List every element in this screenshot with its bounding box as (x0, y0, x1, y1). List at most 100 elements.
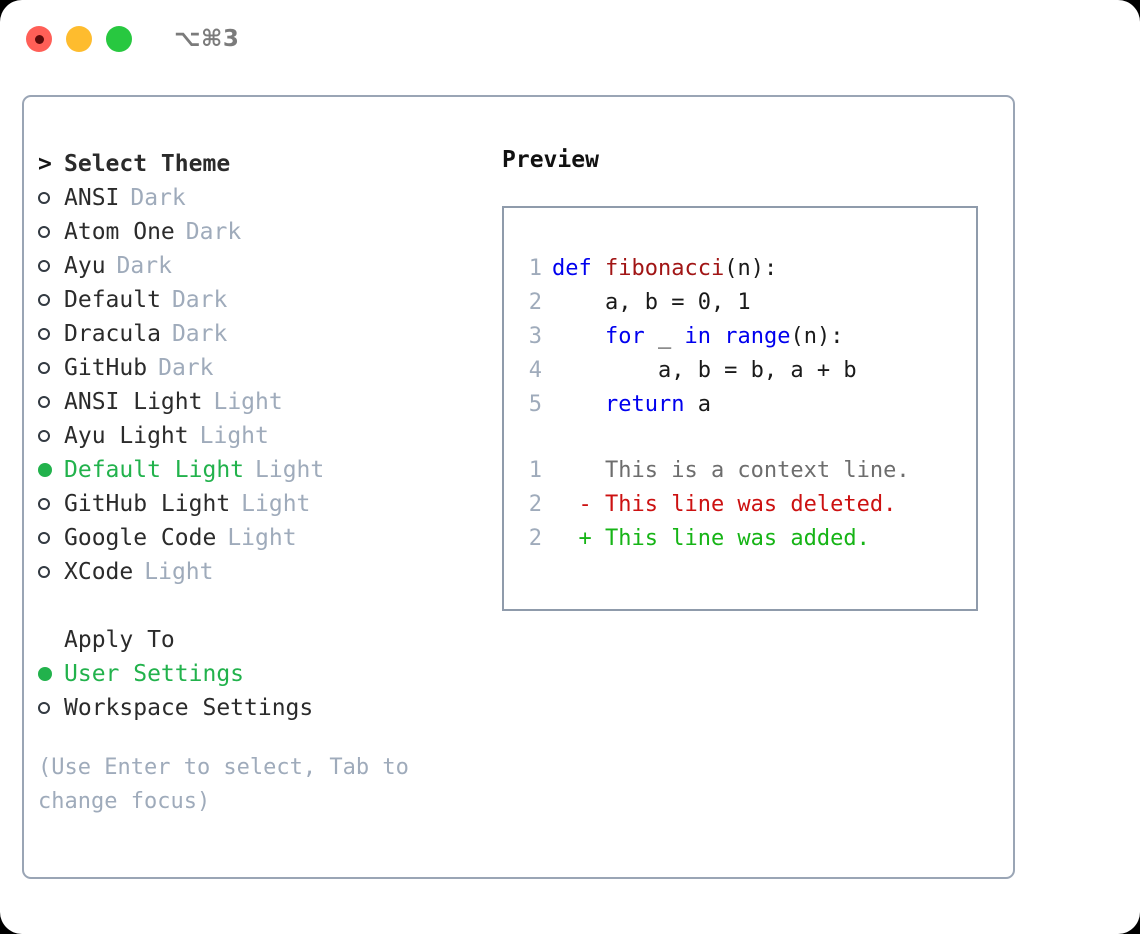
diff-line: 2 + This line was added. (504, 522, 976, 556)
code-line-text: for _ in range(n): (552, 320, 843, 354)
keyboard-hint: (Use Enter to select, Tab to change focu… (38, 755, 409, 814)
theme-list-item[interactable]: Default Dark (38, 283, 478, 317)
line-number: 3 (528, 324, 542, 349)
radio-dot (38, 463, 52, 477)
caret-icon: > (38, 151, 52, 177)
section-spacer (38, 589, 478, 623)
radio-unselected-icon (38, 396, 64, 408)
diff-spacer (504, 422, 976, 454)
theme-variant-badge: Light (213, 389, 283, 415)
theme-name: GitHub (64, 355, 148, 381)
theme-variant-badge: Dark (185, 219, 242, 245)
theme-name: Default (64, 287, 161, 313)
theme-list-item[interactable]: ANSI Dark (38, 181, 478, 215)
radio-unselected-icon (38, 226, 64, 238)
code-line: 4 a, b = b, a + b (504, 354, 976, 388)
diff-sample: 1 This is a context line.2 - This line w… (504, 454, 976, 556)
radio-dot (38, 192, 50, 204)
radio-unselected-icon (38, 328, 64, 340)
radio-selected-icon (38, 667, 64, 681)
diff-line-text: This is a context line. (604, 458, 910, 483)
theme-list-item[interactable]: GitHub Dark (38, 351, 478, 385)
code-line: 1 def fibonacci(n): (504, 252, 976, 286)
radio-unselected-icon (38, 260, 64, 272)
theme-variant-badge: Light (199, 423, 269, 449)
theme-variant-badge: Dark (158, 355, 214, 381)
diff-line: 2 - This line was deleted. (504, 488, 976, 522)
theme-name: Google Code (64, 525, 217, 551)
theme-name: ANSI (64, 185, 120, 211)
code-line: 5 return a (504, 388, 976, 422)
code-token (711, 324, 724, 349)
window-close-button[interactable] (26, 26, 52, 52)
window-titlebar: ⌥⌘3 (0, 0, 1140, 78)
diff-sign: + (552, 526, 605, 551)
window-maximize-button[interactable] (106, 26, 132, 52)
record-indicator-icon (34, 34, 44, 44)
window-minimize-button[interactable] (66, 26, 92, 52)
code-token: return (604, 392, 685, 417)
radio-dot (38, 532, 50, 544)
radio-unselected-icon (38, 532, 64, 544)
radio-unselected-icon (38, 192, 64, 204)
diff-sign: - (552, 492, 605, 517)
radio-unselected-icon (38, 362, 64, 374)
line-number: 1 (528, 256, 542, 281)
theme-name: GitHub Light (64, 491, 231, 517)
line-number: 5 (528, 392, 542, 417)
code-line-text: return a (552, 388, 711, 422)
radio-dot (38, 702, 50, 714)
theme-list-item[interactable]: Google Code Light (38, 521, 478, 555)
theme-variant-badge: Light (227, 525, 297, 551)
code-token: in (684, 324, 711, 349)
diff-line-text: This line was deleted. (604, 492, 897, 517)
radio-dot (38, 294, 50, 306)
code-token: fibonacci (604, 256, 725, 281)
radio-dot (38, 362, 50, 374)
theme-list-item[interactable]: Dracula Dark (38, 317, 478, 351)
code-line-text: def fibonacci(n): (552, 252, 777, 286)
diff-line-text: This line was added. (604, 526, 870, 551)
radio-dot (38, 396, 50, 408)
radio-dot (38, 328, 50, 340)
theme-variant-badge: Dark (116, 253, 172, 279)
line-number: 4 (528, 358, 542, 383)
code-token: for (604, 324, 645, 349)
code-token: a, b = b, a + b (552, 358, 857, 383)
apply-to-label: Workspace Settings (64, 695, 314, 721)
theme-variant-badge: Dark (171, 287, 228, 313)
code-token: (n): (790, 324, 844, 349)
theme-name: Dracula (64, 321, 161, 347)
code-line: 3 for _ in range(n): (504, 320, 976, 354)
theme-variant-badge: Dark (130, 185, 186, 211)
apply-to-item[interactable]: Workspace Settings (38, 691, 478, 725)
theme-variant-badge: Dark (171, 321, 228, 347)
code-line-text: a, b = b, a + b (552, 354, 857, 388)
radio-unselected-icon (38, 498, 64, 510)
code-line-text: a, b = 0, 1 (552, 286, 751, 320)
radio-unselected-icon (38, 430, 64, 442)
theme-variant-badge: Light (144, 559, 214, 585)
code-token: a (684, 392, 711, 417)
theme-name: Default Light (64, 457, 245, 483)
radio-dot (38, 226, 50, 238)
radio-dot (38, 667, 52, 681)
window-title: ⌥⌘3 (174, 26, 240, 52)
apply-to-item[interactable]: User Settings (38, 657, 478, 691)
radio-dot (38, 260, 50, 272)
code-token: range (724, 324, 791, 349)
preview-title: Preview (502, 147, 599, 173)
radio-selected-icon (38, 463, 64, 477)
